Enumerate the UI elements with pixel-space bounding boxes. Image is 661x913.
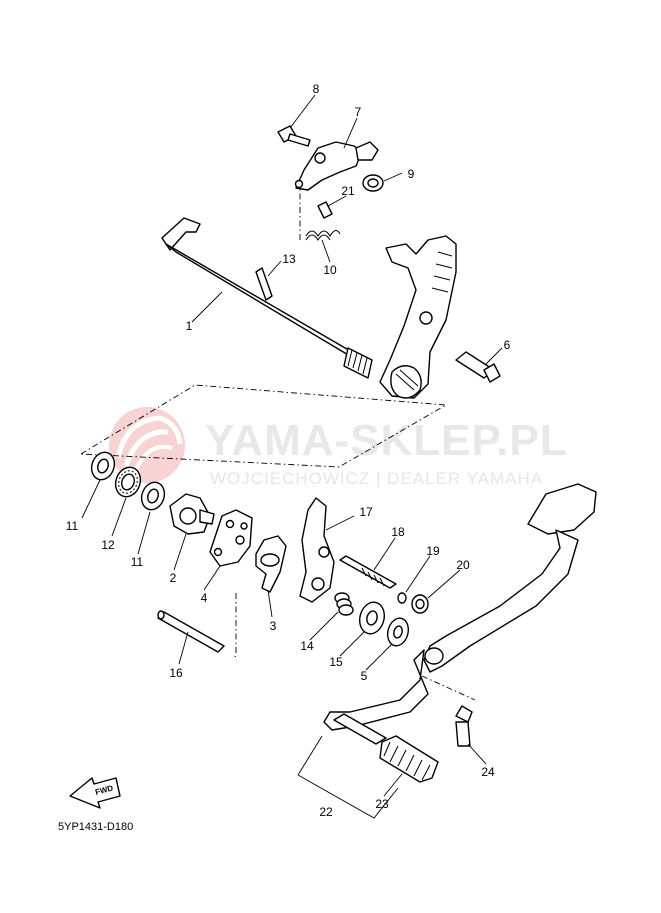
callout-1: 1 (186, 319, 193, 333)
callout-9: 9 (408, 167, 415, 181)
shift-arm-assembly (379, 235, 457, 399)
part-21-screw (317, 201, 333, 219)
part-18-bolt (339, 555, 397, 589)
diagram-code: 5YP1431-D180 (58, 821, 133, 833)
callout-19: 19 (426, 544, 440, 558)
leader-lines (81, 94, 503, 797)
part-9-collar (362, 174, 384, 192)
callout-4: 4 (201, 591, 208, 605)
callout-23: 23 (375, 797, 389, 811)
part-8-bolt (277, 125, 311, 147)
callout-numbers: 8 7 9 21 10 13 1 6 11 12 11 2 4 3 16 17 … (66, 82, 511, 819)
part-22-bracket-line (297, 735, 399, 819)
part-15-washer (358, 601, 386, 635)
callout-24: 24 (481, 765, 495, 779)
part-2-segment (169, 493, 215, 535)
callout-3: 3 (270, 619, 277, 633)
callout-13: 13 (282, 252, 296, 266)
part-16-pin (157, 610, 225, 653)
part-4-plate (209, 509, 253, 567)
watermark-subtitle: WOJCIECHOWICZ | DEALER YAMAHA (210, 469, 543, 488)
part-7-stopper-bracket (294, 141, 379, 191)
callout-11-left: 11 (66, 519, 79, 533)
part-24-bolt (455, 705, 473, 747)
part-19-circlip (397, 592, 407, 604)
callout-20: 20 (456, 558, 470, 572)
fwd-arrow-icon: FWD (69, 777, 121, 809)
callout-10: 10 (323, 263, 337, 277)
part-5-collar (386, 617, 410, 647)
callout-14: 14 (300, 639, 314, 653)
part-1-shift-shaft (161, 217, 373, 379)
callout-18: 18 (391, 525, 405, 539)
part-22-change-pedal (323, 483, 597, 745)
callout-8: 8 (313, 82, 320, 96)
part-23-footrest-rubber (379, 735, 439, 783)
part-13-pin (255, 267, 273, 301)
callout-5: 5 (361, 669, 368, 683)
watermark: YAMA-SKLEP.PL WOJCIECHOWICZ | DEALER YAM… (109, 407, 568, 488)
callout-11-right: 11 (131, 555, 144, 569)
callout-7: 7 (355, 105, 362, 119)
part-11-washer-right (140, 481, 166, 511)
callout-2: 2 (170, 571, 177, 585)
part-3-lever (255, 535, 287, 593)
callout-6: 6 (504, 338, 511, 352)
part-6-bolt (455, 351, 501, 383)
part-17-shift-lever (299, 497, 335, 603)
watermark-title: YAMA-SKLEP.PL (205, 416, 568, 465)
callout-22: 22 (319, 805, 333, 819)
callout-12: 12 (101, 538, 115, 552)
callout-21: 21 (341, 184, 355, 198)
part-20-nut (411, 594, 429, 614)
assembly-guides (79, 180, 476, 701)
callout-17: 17 (359, 505, 373, 519)
part-14-spring (334, 592, 354, 616)
callout-15: 15 (329, 655, 343, 669)
part-11-washer-left (90, 451, 116, 481)
callout-16: 16 (169, 666, 183, 680)
part-10-spring (305, 230, 341, 241)
part-12-bearing (114, 466, 142, 498)
